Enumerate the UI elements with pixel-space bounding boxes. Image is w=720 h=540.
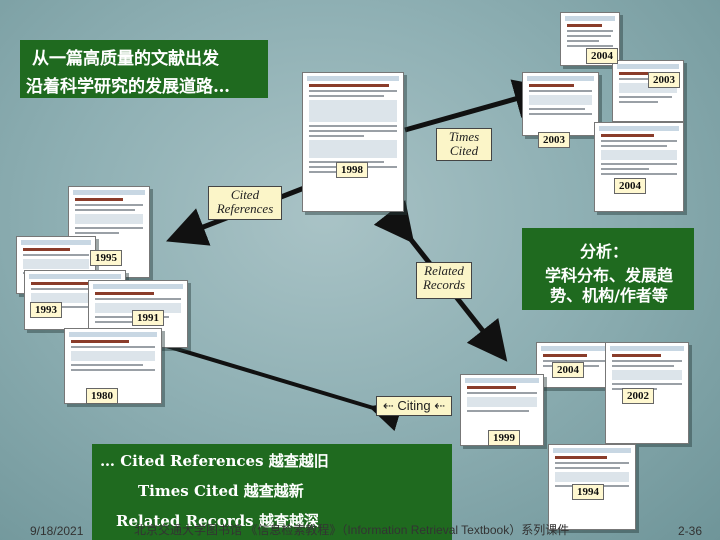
summary-line2: Times Cited 越查越新 bbox=[138, 482, 304, 500]
arrow-left-icon: ⇠ bbox=[434, 398, 446, 413]
doc-2002 bbox=[605, 342, 689, 444]
cited-references-text: Cited References bbox=[216, 187, 274, 216]
headline-line2: 沿着科学研究的发展道路… bbox=[26, 77, 230, 97]
year-tag: 2003 bbox=[648, 72, 680, 88]
arrow-left-icon: ⇠ bbox=[382, 398, 394, 413]
year-tag: 2002 bbox=[622, 388, 654, 404]
doc-2003-mid bbox=[522, 72, 599, 136]
doc-2003-top bbox=[612, 60, 684, 122]
doc-1999 bbox=[460, 374, 544, 446]
year-tag: 2004 bbox=[552, 362, 584, 378]
year-tag: 2003 bbox=[538, 132, 570, 148]
headline-line1: 从一篇高质量的文献出发 bbox=[32, 49, 219, 69]
related-records-label: Related Records bbox=[416, 262, 472, 299]
doc-1994 bbox=[548, 444, 636, 530]
year-tag: 1980 bbox=[86, 388, 118, 404]
year-tag: 1993 bbox=[30, 302, 62, 318]
year-tag: 1994 bbox=[572, 484, 604, 500]
year-tag: 1998 bbox=[336, 162, 368, 178]
headline-box: 从一篇高质量的文献出发 沿着科学研究的发展道路… bbox=[20, 40, 268, 98]
summary-box: … Cited References 越查越旧 Times Cited 越查越新… bbox=[92, 444, 452, 540]
year-tag: 1995 bbox=[90, 250, 122, 266]
footer-date: 9/18/2021 bbox=[30, 524, 84, 538]
citing-text: Citing bbox=[397, 398, 431, 413]
footer-page: 2-36 bbox=[678, 524, 703, 538]
summary-line1: … Cited References 越查越旧 bbox=[100, 452, 329, 470]
doc-main-record bbox=[302, 72, 404, 212]
year-tag: 1999 bbox=[488, 430, 520, 446]
arrow-times-cited bbox=[404, 79, 555, 133]
doc-2004-right bbox=[594, 122, 684, 212]
times-cited-text: Times Cited bbox=[448, 129, 480, 158]
year-tag: 2004 bbox=[586, 48, 618, 64]
analysis-box: 分析： 学科分布、发展趋势、机构/作者等 bbox=[522, 228, 694, 310]
year-tag: 2004 bbox=[614, 178, 646, 194]
related-records-text: Related Records bbox=[422, 263, 466, 292]
citing-label: ⇠ Citing ⇠ bbox=[376, 396, 452, 416]
analysis-title: 分析： bbox=[580, 242, 629, 261]
cited-references-label: Cited References bbox=[208, 186, 282, 220]
summary-line3: Related Records 越查越深 bbox=[116, 512, 319, 530]
year-tag: 1991 bbox=[132, 310, 164, 326]
times-cited-label: Times Cited bbox=[436, 128, 492, 161]
analysis-body: 学科分布、发展趋势、机构/作者等 bbox=[544, 266, 673, 305]
footer-source: 北京交通大学图书馆 《信息检索教程》（Information Retrieval… bbox=[134, 523, 570, 537]
